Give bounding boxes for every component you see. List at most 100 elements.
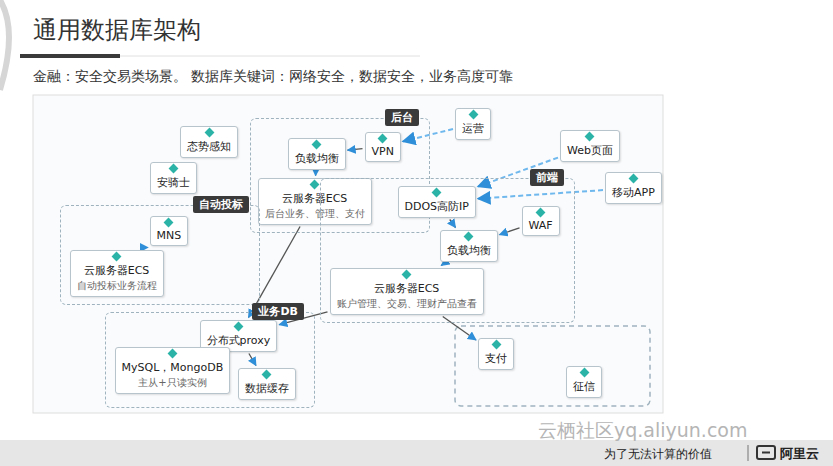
- service-name: 云服务器ECS: [337, 281, 477, 296]
- zone-region: 前端DDOS高防IPWAF负载均衡云服务器ECS账户管理、交易、理财产品查看: [320, 178, 575, 323]
- zone-region: 业务DB分布式proxyMySQL，MongoDB主从+只读实例数据缓存: [105, 312, 315, 408]
- service-note: 自动投标业务流程: [77, 279, 157, 293]
- service-icon: [157, 219, 182, 227]
- service-icon: [265, 181, 365, 189]
- service-icon: [295, 141, 339, 149]
- service-name: 运营: [462, 121, 484, 136]
- watermark: 云栖社区yq.aliyun.com: [538, 418, 748, 444]
- icon-cube: [378, 133, 388, 143]
- service-icon: [245, 371, 289, 379]
- icon-cube: [402, 269, 412, 279]
- connector: [443, 317, 476, 340]
- service-icon: [447, 233, 491, 241]
- service-note: 账户管理、交易、理财产品查看: [337, 297, 477, 311]
- service-box: 云服务器ECS账户管理、交易、理财产品查看: [330, 268, 484, 315]
- service-box: 负载均衡: [440, 230, 498, 262]
- icon-cube: [112, 251, 122, 261]
- service-box: 负载均衡: [288, 138, 346, 170]
- footer-separator: [748, 445, 749, 461]
- service-box: DDOS高防IP: [398, 186, 476, 218]
- external-region: [455, 326, 650, 406]
- service-icon: [207, 323, 271, 331]
- service-icon: [157, 165, 190, 173]
- icon-cube: [579, 368, 589, 378]
- icon-cube: [628, 174, 638, 184]
- icon-cube: [233, 321, 243, 331]
- icon-cube: [169, 164, 179, 174]
- service-name: 负载均衡: [447, 243, 491, 258]
- icon-cube: [432, 187, 442, 197]
- icon-cube: [585, 132, 595, 142]
- icon-cube: [204, 128, 214, 138]
- zone-tab: 业务DB: [252, 303, 304, 320]
- service-name: MySQL，MongoDB: [122, 360, 224, 375]
- zone-tab: 前端: [530, 169, 564, 186]
- service-box: 数据缓存: [238, 368, 296, 400]
- slide-title: 通用数据库架构: [33, 14, 201, 46]
- service-box: 态势感知: [180, 126, 238, 158]
- footer-band: [0, 440, 833, 466]
- logo-mark: [757, 446, 775, 459]
- service-name: 数据缓存: [245, 381, 289, 396]
- service-box: MySQL，MongoDB主从+只读实例: [115, 347, 231, 394]
- service-name: 支付: [485, 351, 507, 366]
- connector: [348, 149, 363, 151]
- connector: [441, 264, 444, 266]
- connector: [478, 190, 603, 199]
- icon-cube: [312, 139, 322, 149]
- connector: [315, 172, 316, 176]
- service-icon: [187, 129, 231, 137]
- service-icon: [122, 350, 224, 358]
- icon-cube: [536, 207, 546, 217]
- service-box: VPN: [365, 132, 401, 162]
- service-icon: [485, 341, 507, 349]
- corner-arc: [0, 0, 9, 90]
- icon-cube: [164, 217, 174, 227]
- service-name: 征信: [573, 379, 595, 394]
- service-box: 征信: [566, 366, 602, 398]
- service-name: 云服务器ECS: [77, 263, 157, 278]
- service-name: 负载均衡: [295, 151, 339, 166]
- zone-tab: 后台: [385, 109, 419, 126]
- brand-name: 阿里云: [780, 445, 819, 463]
- logo-mark-bar: [762, 452, 770, 454]
- icon-cube: [262, 369, 272, 379]
- service-name: MNS: [157, 229, 182, 242]
- service-icon: [405, 189, 469, 197]
- service-icon: [529, 209, 553, 217]
- service-icon: [567, 133, 613, 141]
- connector: [500, 228, 520, 235]
- icon-cube: [464, 231, 474, 241]
- service-name: 态势感知: [187, 139, 231, 154]
- service-name: WAF: [529, 219, 553, 232]
- service-name: 分布式proxy: [207, 333, 271, 348]
- service-box: WAF: [522, 206, 560, 236]
- service-box: 移动APP: [605, 172, 662, 204]
- icon-cube: [468, 110, 478, 120]
- service-box: 运营: [455, 108, 491, 140]
- service-note: 后台业务、管理、支付: [265, 207, 365, 221]
- diagram-frame: [33, 95, 663, 413]
- service-name: 移动APP: [612, 185, 655, 200]
- service-icon: [372, 135, 394, 143]
- service-box: 支付: [478, 338, 514, 370]
- service-icon: [462, 111, 484, 119]
- slide-subtitle: 金融：安全交易类场景。 数据库关键词：网络安全，数据安全，业务高度可靠: [33, 68, 513, 86]
- service-icon: [337, 271, 477, 279]
- icon-cube: [310, 179, 320, 189]
- service-icon: [573, 369, 595, 377]
- service-name: 云服务器ECS: [265, 191, 365, 206]
- title-rule: [120, 56, 420, 57]
- zone-tab: 自动投标: [193, 196, 249, 213]
- service-box: 云服务器ECS后台业务、管理、支付: [258, 178, 372, 225]
- title-bar: [20, 54, 120, 58]
- service-icon: [77, 253, 157, 261]
- service-icon: [612, 175, 655, 183]
- service-box: MNS: [150, 216, 189, 246]
- connector: [249, 354, 256, 366]
- service-note: 主从+只读实例: [122, 376, 224, 390]
- service-name: DDOS高防IP: [405, 199, 469, 214]
- footer-slogan: 为了无法计算的价值: [604, 446, 712, 463]
- connector: [403, 129, 453, 141]
- icon-cube: [491, 340, 501, 350]
